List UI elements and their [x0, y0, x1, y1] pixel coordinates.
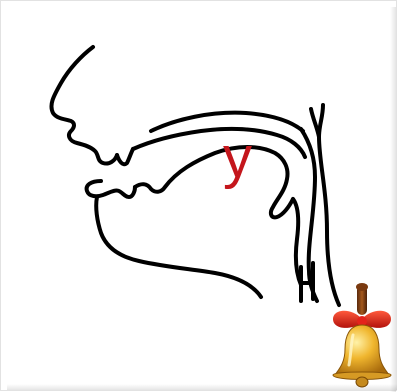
bell-icon[interactable]: [327, 283, 397, 389]
jaw-outline: [96, 197, 261, 297]
tongue-outline: [135, 147, 293, 217]
spine-outline-2: [311, 109, 319, 137]
nose-outline: [51, 47, 117, 164]
upper-teeth-outline: [117, 149, 133, 164]
spine-outline: [319, 105, 339, 305]
sound-letter: y: [223, 129, 252, 187]
lower-lip-outline: [87, 181, 135, 197]
